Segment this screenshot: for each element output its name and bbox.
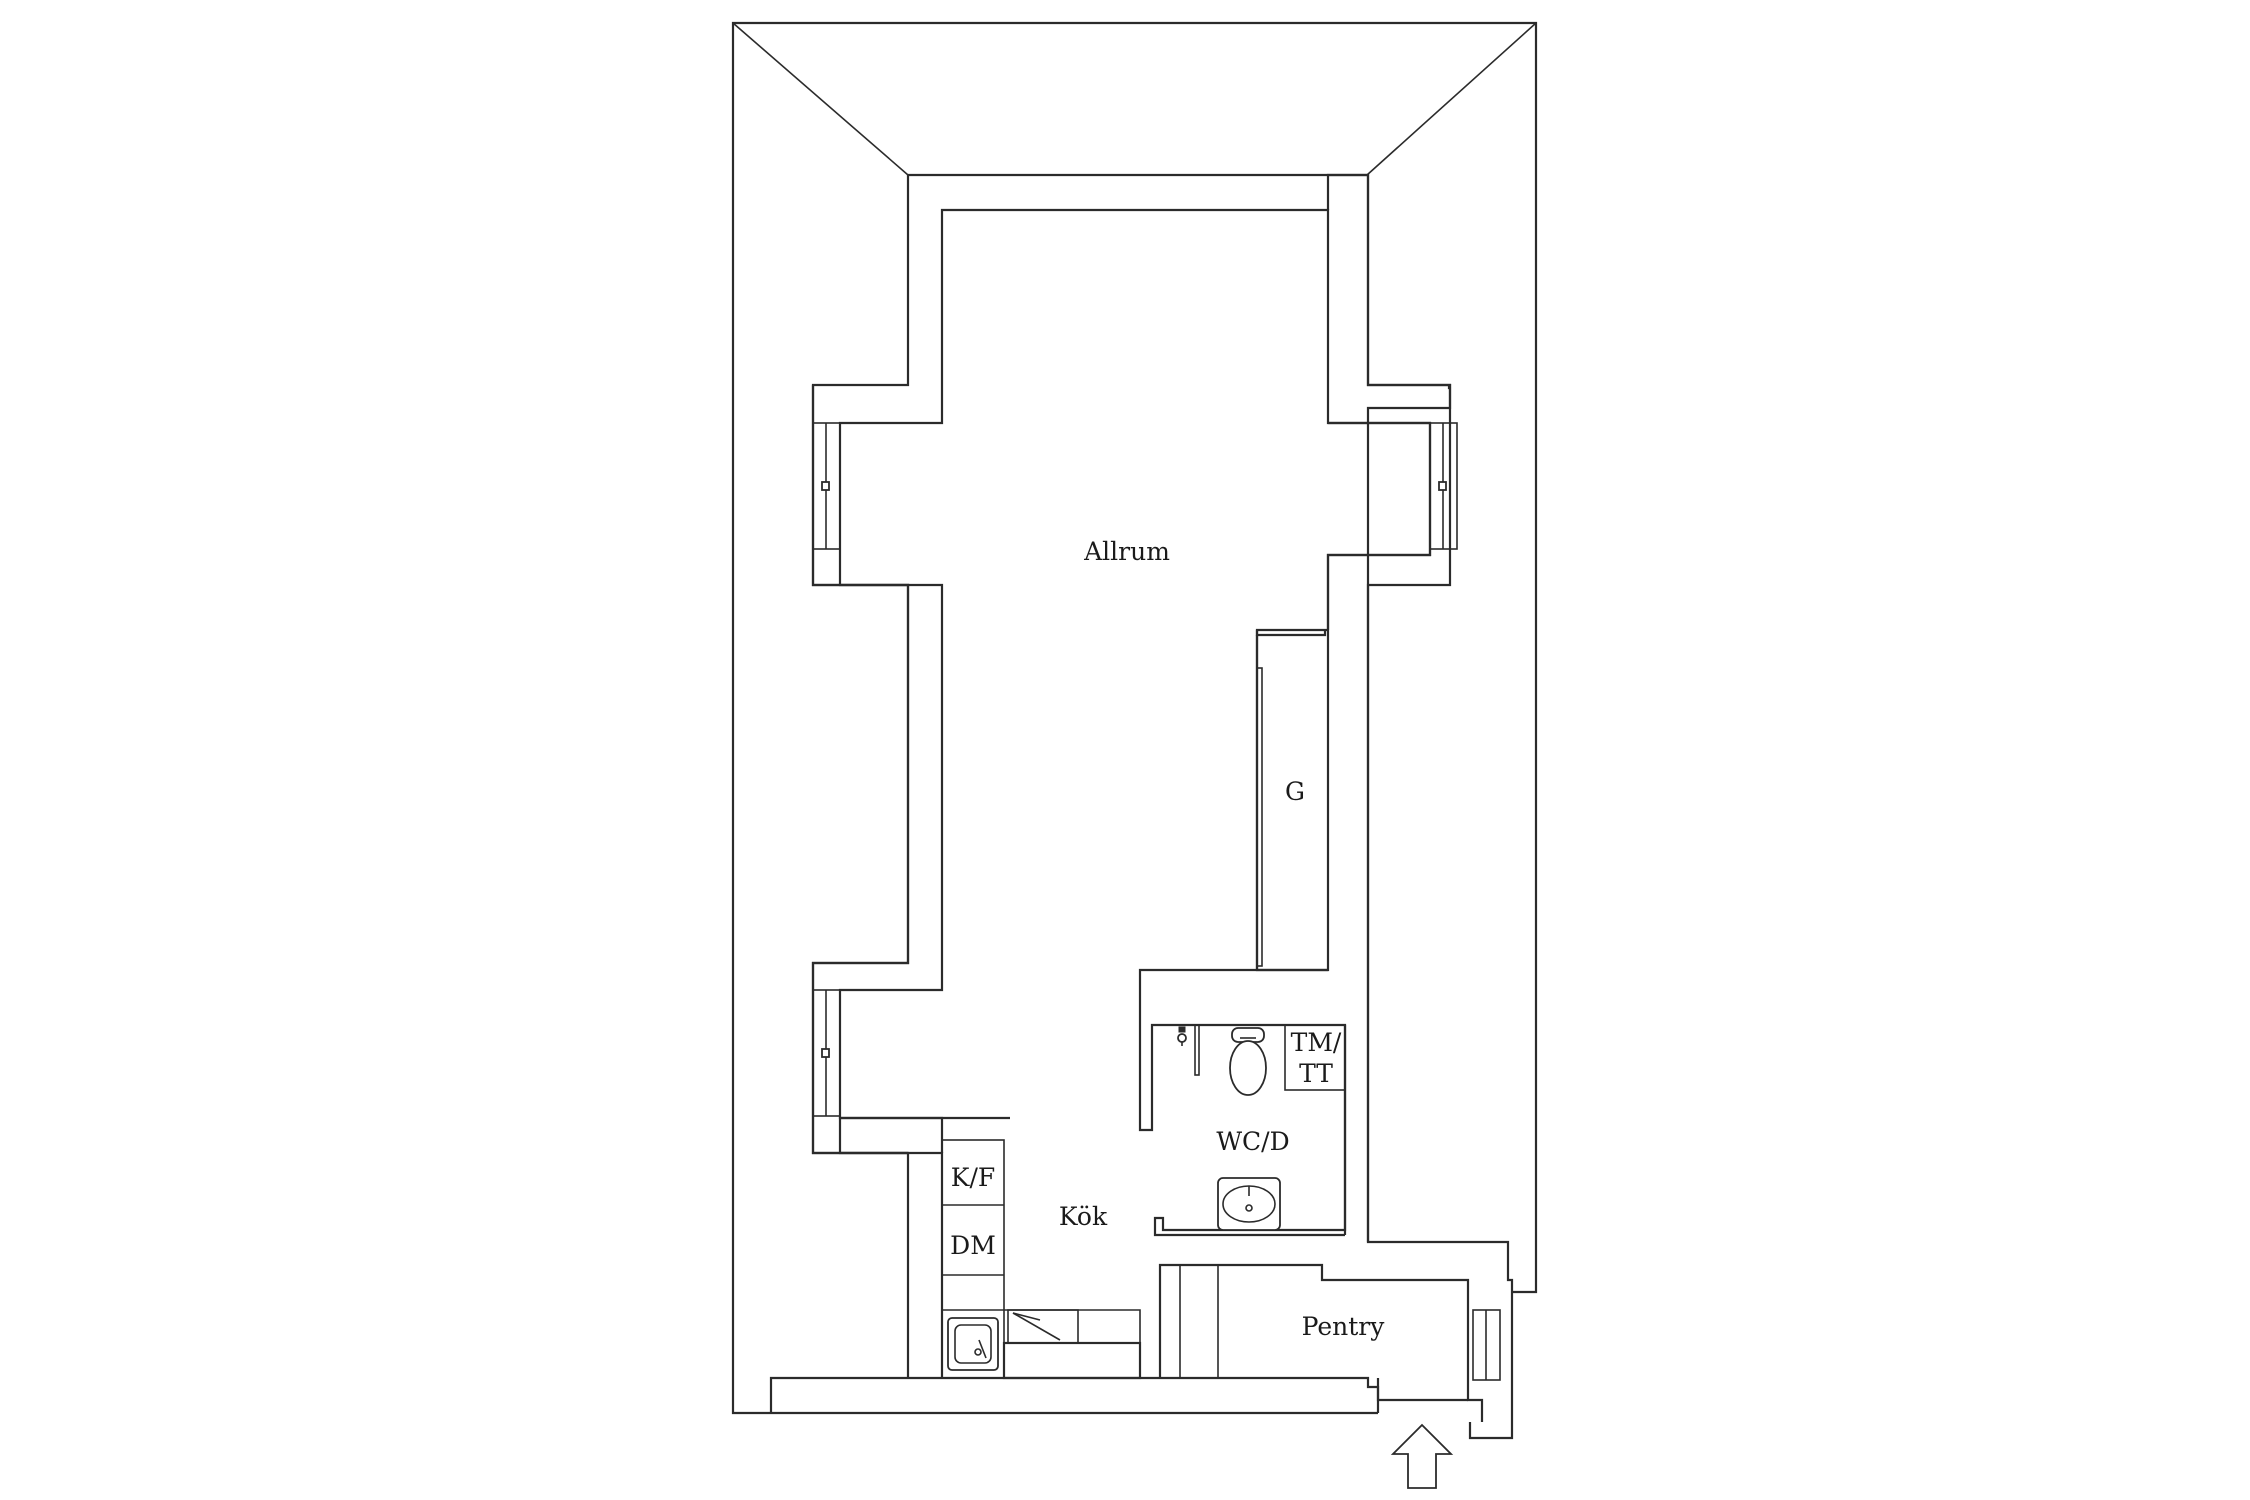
exterior-wall-outer: [769, 1376, 1380, 1413]
entrance-arrow-icon: [1390, 1423, 1454, 1489]
room-label-garderob: G: [1285, 777, 1305, 806]
kitchen-cabinets: [941, 1139, 1005, 1379]
room-label-kok: Kök: [1059, 1202, 1108, 1231]
roof-outline: [731, 21, 1538, 1415]
allrum-perimeter: [838, 208, 1432, 1153]
kitchen-counter: [1002, 1309, 1142, 1380]
window-pentry: [1472, 1309, 1501, 1381]
sink-icon: [947, 1317, 999, 1371]
west-wall: [811, 385, 910, 1155]
appliance-label-kf: K/F: [951, 1163, 995, 1192]
appliance-label-tt: TT: [1299, 1059, 1333, 1088]
window-west-lower: [812, 989, 841, 1117]
toilet-icon: [1229, 1027, 1267, 1096]
window-west-upper: [812, 422, 841, 550]
east-wall: [1326, 173, 1452, 1242]
shower-icon: [1177, 1026, 1187, 1046]
window-east: [1429, 422, 1458, 550]
exterior-wall-outline: [811, 173, 1514, 1440]
bathroom-walls: [1138, 968, 1347, 1237]
appliance-label-dm: DM: [950, 1231, 996, 1260]
pentry-walls: [1158, 1263, 1484, 1422]
room-label-pentry: Pentry: [1302, 1312, 1386, 1341]
appliance-label-tm: TM/: [1291, 1028, 1342, 1057]
room-label-wc: WC/D: [1216, 1127, 1289, 1156]
washbasin-icon: [1217, 1177, 1281, 1231]
closet-walls: [1255, 630, 1327, 970]
room-label-allrum: Allrum: [1083, 537, 1170, 566]
east-wall-inner: [1326, 421, 1432, 630]
